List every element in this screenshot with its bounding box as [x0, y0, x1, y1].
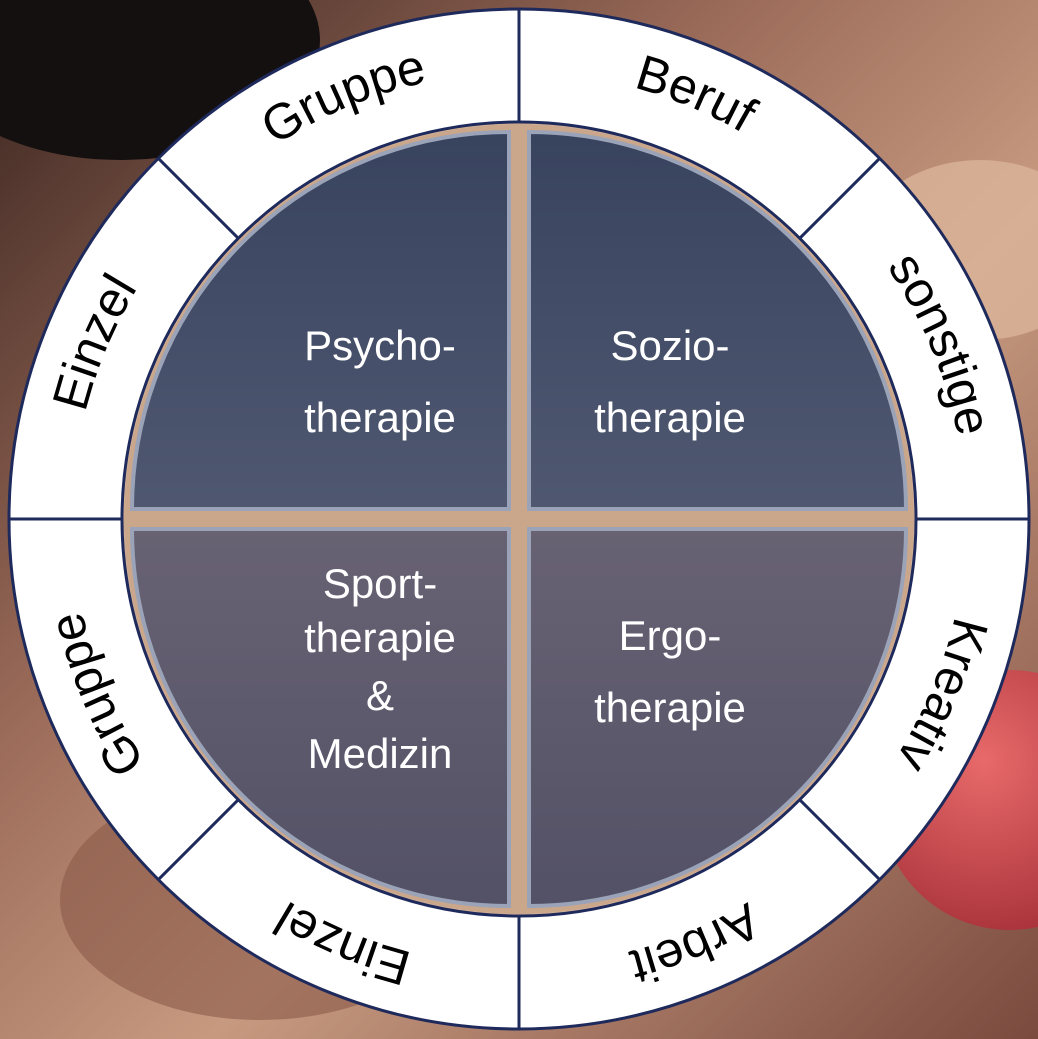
sport-label-line4: Medizin [308, 730, 453, 777]
sport-label-line3: & [366, 672, 394, 719]
sport-label-line2: therapie [304, 614, 456, 661]
psycho-label-line2: therapie [304, 394, 456, 441]
sozio-label-line1: Sozio- [610, 322, 729, 369]
psycho-label-line1: Psycho- [304, 322, 456, 369]
sport-label-line1: Sport- [323, 560, 437, 607]
sozio-label-line2: therapie [594, 394, 746, 441]
ergo-label-line2: therapie [594, 684, 746, 731]
ergo-label-line1: Ergo- [619, 612, 722, 659]
